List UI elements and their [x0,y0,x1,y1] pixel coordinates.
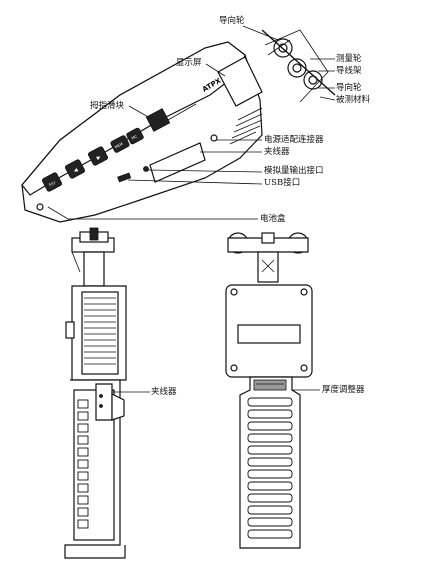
label-display: 显示屏 [176,58,202,68]
button-left-label: ◀ [73,167,79,174]
button-mem[interactable] [110,135,130,153]
thickness-adjuster[interactable] [253,379,287,391]
label-usb-port: USB接口 [264,178,301,188]
device-front-view [225,232,320,549]
keypad: F/U ◀ ▶ MEM MC [41,127,144,192]
label-guide-wheel-top: 导向轮 [219,16,245,26]
button-right[interactable] [87,146,109,166]
label-thickness-adjuster: 厚度调整器 [322,385,365,395]
power-connector[interactable] [210,134,218,142]
grip-ribs [229,107,263,145]
button-mc-label: MC [131,134,138,140]
label-material: 被测材料 [336,95,371,105]
front-handle-ribs [247,397,293,539]
side-clamp[interactable] [95,383,113,421]
display-screen [217,56,263,107]
label-wire-frame: 导线架 [336,66,362,76]
button-left[interactable] [64,159,86,179]
slider-track [167,103,197,121]
button-mem-label: MEM [114,142,123,150]
label-power-connector: 电源适配连接器 [264,135,324,145]
label-clamp-side: 夹线器 [151,387,177,397]
front-display-window [237,324,301,344]
usb-port[interactable] [117,172,132,183]
battery-box-cap[interactable] [36,203,44,211]
label-clamp-top: 夹线器 [264,147,290,157]
label-thumb-slider: 拇指滑块 [90,101,125,111]
label-battery-box: 电池盒 [260,214,286,224]
button-mc[interactable] [126,127,144,145]
label-guide-wheel-bottom: 导向轮 [336,83,362,93]
button-fu-label: F/U [48,180,56,188]
label-analog-output: 模拟量输出接口 [264,166,324,176]
wheel-assembly [261,29,336,103]
side-handle-ribs [77,399,89,529]
device-isometric: ATPX F/U ◀ ▶ MEM MC [21,25,336,223]
side-vent-slots [81,291,119,375]
button-fu[interactable] [41,172,63,192]
material-line [261,29,336,96]
clamp-top[interactable] [149,142,206,183]
button-right-label: ▶ [96,154,102,161]
thumb-slider[interactable] [145,108,171,132]
wire-frame [264,29,329,103]
leader-lines [47,25,336,220]
analog-port[interactable] [143,166,149,172]
device-side-view [64,227,150,559]
label-measure-wheel: 测量轮 [336,54,362,64]
